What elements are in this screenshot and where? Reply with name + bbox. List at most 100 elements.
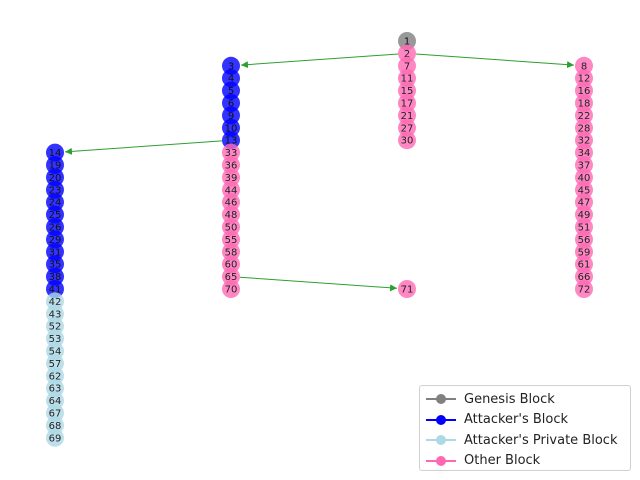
block-label: 11 (401, 74, 414, 85)
fork-edge-2-8 (415, 53, 575, 69)
block-circle (46, 304, 64, 323)
block-label: 71 (401, 285, 414, 296)
block-label: 39 (225, 173, 238, 184)
block-node-51: 51 (575, 218, 593, 236)
block-node-29: 29 (46, 230, 64, 249)
block-label: 47 (578, 198, 591, 209)
block-node-57: 57 (46, 354, 64, 373)
block-label: 57 (49, 359, 62, 370)
block-circle (398, 106, 416, 125)
block-node-20: 20 (46, 168, 64, 187)
block-label: 70 (225, 285, 238, 296)
block-node-47: 47 (575, 193, 593, 212)
block-circle (222, 280, 240, 298)
block-label: 4 (228, 74, 234, 85)
block-label: 45 (578, 185, 591, 196)
block-label: 60 (225, 260, 238, 271)
block-circle (575, 156, 593, 174)
block-label: 19 (49, 161, 62, 172)
block-circle (46, 143, 64, 162)
block-node-40: 40 (575, 168, 593, 187)
block-label: 29 (49, 235, 62, 246)
block-circle (46, 267, 64, 286)
block-circle (222, 218, 240, 236)
legend-item-attacker: Attacker's Block (426, 410, 624, 431)
block-node-35: 35 (46, 255, 64, 274)
block-circle (398, 81, 416, 100)
attacker-marker-icon (426, 414, 456, 425)
block-label: 21 (401, 111, 414, 122)
block-circle (575, 218, 593, 236)
block-label: 64 (49, 396, 62, 407)
block-node-32: 32 (575, 131, 593, 150)
block-nodes: 1271115172127303456910133336394446485055… (46, 32, 593, 447)
attacker-private-marker-icon (426, 435, 456, 446)
block-circle (575, 180, 593, 199)
block-circle (46, 180, 64, 199)
block-node-8: 8 (575, 56, 593, 75)
block-label: 24 (49, 198, 62, 209)
block-circle (222, 56, 240, 75)
block-label: 28 (578, 123, 591, 134)
block-circle (222, 81, 240, 100)
block-circle (46, 354, 64, 373)
block-node-39: 39 (222, 168, 240, 187)
block-circle (222, 156, 240, 174)
block-circle (398, 44, 416, 63)
block-node-72: 72 (575, 280, 593, 298)
block-node-6: 6 (222, 94, 240, 112)
block-label: 61 (578, 260, 591, 271)
block-label: 32 (578, 136, 591, 147)
block-node-23: 23 (46, 180, 64, 199)
block-label: 62 (49, 371, 62, 382)
genesis-marker-icon (426, 394, 456, 405)
block-circle (46, 156, 64, 174)
block-label: 30 (401, 136, 414, 147)
block-label: 33 (225, 148, 238, 159)
block-label: 72 (578, 285, 591, 296)
block-node-56: 56 (575, 230, 593, 249)
block-node-18: 18 (575, 94, 593, 112)
legend-label: Other Block (464, 453, 541, 469)
block-circle (222, 168, 240, 187)
block-node-24: 24 (46, 193, 64, 212)
block-node-41: 41 (46, 280, 64, 298)
block-circle (575, 267, 593, 286)
block-circle (46, 428, 64, 447)
block-node-7: 7 (398, 56, 416, 75)
block-label: 12 (578, 74, 591, 85)
fork-edge-13-14 (64, 140, 223, 155)
legend-item-other: Other Block (426, 451, 624, 472)
block-circle (46, 329, 64, 348)
block-node-25: 25 (46, 205, 64, 224)
block-node-53: 53 (46, 329, 64, 348)
block-circle (575, 69, 593, 88)
block-circle (222, 106, 240, 125)
block-node-10: 10 (222, 118, 240, 137)
block-label: 8 (581, 61, 587, 72)
block-label: 50 (225, 223, 238, 234)
block-circle (222, 180, 240, 199)
block-label: 25 (49, 210, 62, 221)
block-label: 65 (225, 272, 238, 283)
block-node-17: 17 (398, 94, 416, 112)
block-label: 27 (401, 123, 414, 134)
block-circle (398, 32, 416, 50)
block-circle (222, 242, 240, 261)
block-circle (46, 379, 64, 398)
block-circle (575, 193, 593, 212)
legend-label: Genesis Block (464, 391, 555, 407)
block-label: 38 (49, 272, 62, 283)
block-label: 23 (49, 185, 62, 196)
legend-item-genesis: Genesis Block (426, 389, 624, 410)
block-circle (575, 131, 593, 150)
block-label: 22 (578, 111, 591, 122)
block-node-70: 70 (222, 280, 240, 298)
block-circle (575, 230, 593, 249)
block-node-34: 34 (575, 143, 593, 162)
block-node-13: 13 (222, 131, 240, 150)
block-label: 15 (401, 86, 414, 97)
block-circle (575, 255, 593, 274)
block-circle (46, 366, 64, 385)
